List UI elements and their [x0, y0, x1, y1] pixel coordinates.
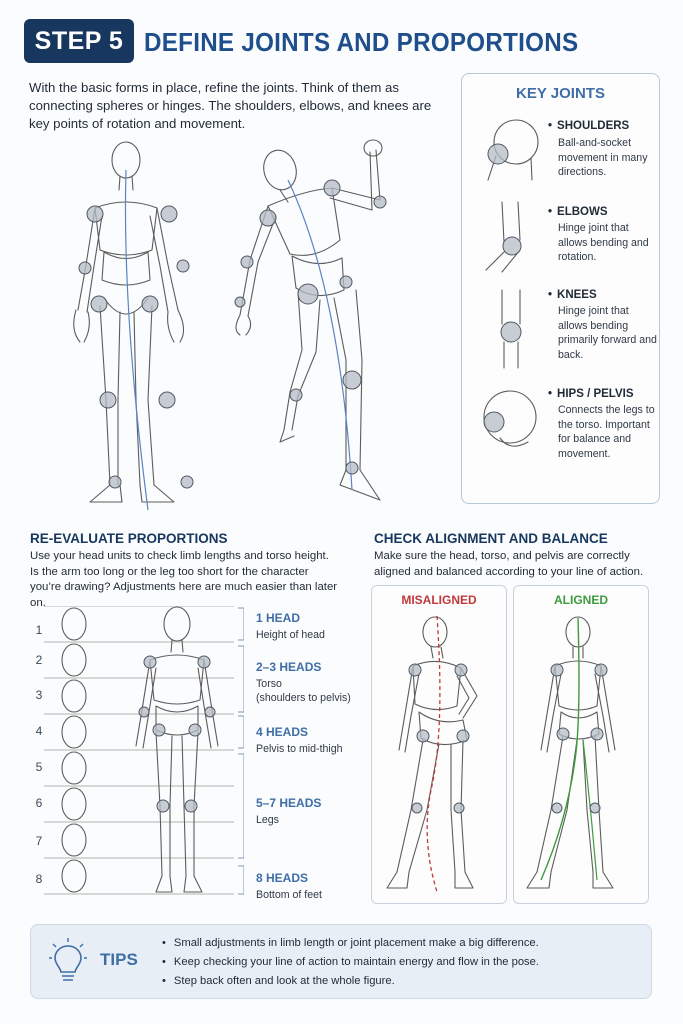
head-number-6: 6: [35, 796, 43, 810]
alignment-figures-illustration: [386, 615, 616, 893]
proportion-label-4: 5–7 HEADS: [256, 796, 322, 810]
head-number-4: 4: [35, 724, 43, 738]
joint-name-elbows: ELBOWS: [548, 206, 607, 218]
head-number-1: 1: [35, 623, 43, 637]
head-number-3: 3: [35, 688, 43, 702]
key-joints-title: KEY JOINTS: [516, 85, 605, 102]
joint-name-shoulders: SHOULDERS: [548, 120, 629, 132]
aligned-figure: [526, 616, 616, 889]
main-figures-illustration: [73, 139, 387, 511]
tips-label: TIPS: [100, 950, 138, 969]
dynamic-figure: [234, 139, 387, 501]
joint-desc-hips: Connects the legs to the torso. Importan…: [558, 404, 655, 460]
proportions-text: Use your head units to check limb length…: [30, 550, 338, 609]
misaligned-label: MISALIGNED: [401, 593, 477, 607]
knee-sketch: [500, 289, 522, 369]
tips-list: Small adjustments in limb length or join…: [162, 934, 539, 991]
key-joints-sketches: [483, 119, 539, 447]
joint-desc-shoulders: Ball-and-socket movement in many directi…: [558, 137, 648, 178]
head-unit-guides: [44, 606, 234, 895]
aligned-card: [513, 585, 649, 904]
tip-item: Small adjustments in limb length or join…: [162, 934, 539, 953]
intro-text: With the basic forms in place, refine th…: [29, 80, 432, 131]
proportion-figure: [135, 606, 219, 893]
tip-item: Step back often and look at the whole fi…: [162, 972, 539, 991]
shoulder-sketch: [487, 119, 539, 181]
misaligned-figure: [386, 615, 478, 893]
aligned-label: ALIGNED: [554, 593, 608, 607]
alignment-text: Make sure the head, torso, and pelvis ar…: [374, 550, 644, 578]
proportion-desc-2: Torso (shoulders to pelvis): [256, 678, 351, 704]
head-number-2: 2: [35, 653, 43, 667]
proportion-desc-3: Pelvis to mid-thigh: [256, 743, 343, 755]
proportion-label-1: 1 HEAD: [256, 611, 301, 625]
joint-desc-elbows: Hinge joint that allows bending and rota…: [558, 222, 649, 263]
joint-desc-knees: Hinge joint that allows bending primaril…: [558, 305, 657, 361]
lightbulb-icon: [49, 938, 87, 981]
alignment-title: CHECK ALIGNMENT AND BALANCE: [374, 531, 608, 546]
standing-figure: [73, 141, 194, 511]
proportion-desc-1: Height of head: [256, 629, 325, 641]
tip-item: Keep checking your line of action to mai…: [162, 953, 539, 972]
proportions-title: RE-EVALUATE PROPORTIONS: [30, 531, 228, 546]
joint-name-hips: HIPS / PELVIS: [548, 388, 633, 400]
proportion-label-5: 8 HEADS: [256, 871, 309, 885]
hip-sketch: [483, 390, 537, 447]
proportion-label-2: 2–3 HEADS: [256, 660, 322, 674]
proportion-desc-4: Legs: [256, 814, 279, 826]
step-badge: STEP 5: [24, 19, 134, 63]
head-number-8: 8: [35, 872, 43, 886]
proportions-chart-illustration: [44, 606, 244, 895]
elbow-sketch: [485, 201, 522, 273]
page-title: DEFINE JOINTS AND PROPORTIONS: [144, 27, 579, 57]
joint-name-knees: KNEES: [548, 289, 597, 301]
head-number-7: 7: [35, 834, 43, 848]
proportion-desc-5: Bottom of feet: [256, 889, 322, 901]
proportion-label-3: 4 HEADS: [256, 725, 309, 739]
head-number-5: 5: [35, 760, 43, 774]
